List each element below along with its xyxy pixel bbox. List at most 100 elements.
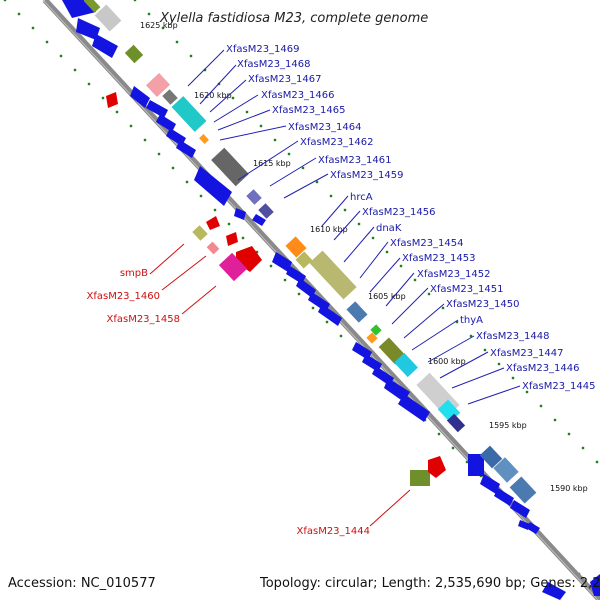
gene-label[interactable]: XfasM23_1464 bbox=[288, 122, 362, 133]
feature-cds[interactable] bbox=[378, 337, 406, 365]
feature-cds[interactable] bbox=[206, 241, 220, 255]
feature-cds[interactable] bbox=[106, 92, 118, 108]
feature-cds[interactable] bbox=[428, 456, 446, 478]
feature-cds[interactable] bbox=[92, 34, 118, 58]
feature-rna[interactable] bbox=[83, 0, 101, 13]
gc-dot bbox=[437, 432, 441, 436]
gene-label[interactable]: XfasM23_1458 bbox=[106, 314, 180, 325]
feature-cds[interactable] bbox=[296, 278, 316, 298]
feature-cds[interactable] bbox=[494, 488, 514, 506]
leader-line bbox=[359, 241, 389, 279]
tick-label: 1605 kbp bbox=[368, 292, 406, 301]
feature-cds[interactable] bbox=[146, 100, 168, 118]
feature-cds[interactable] bbox=[590, 574, 600, 596]
feature-cds[interactable] bbox=[234, 208, 246, 220]
feature-cds[interactable] bbox=[246, 189, 262, 205]
leader-line bbox=[321, 195, 349, 227]
gene-label[interactable]: XfasM23_1466 bbox=[261, 90, 335, 101]
gc-dot bbox=[171, 166, 175, 170]
feature-cds[interactable] bbox=[526, 522, 540, 534]
feature-cds[interactable] bbox=[171, 96, 207, 132]
feature-cds[interactable] bbox=[309, 250, 357, 300]
feature-cds[interactable] bbox=[211, 147, 249, 187]
feature-cds[interactable] bbox=[285, 236, 307, 258]
feature-cds[interactable] bbox=[145, 73, 171, 97]
feature-cds[interactable] bbox=[493, 457, 519, 483]
leader-line bbox=[269, 157, 317, 187]
feature-cds[interactable] bbox=[258, 203, 274, 219]
tick-label: 1625 kbp bbox=[140, 21, 178, 30]
leader-line bbox=[237, 140, 299, 181]
gene-label[interactable]: XfasM23_1465 bbox=[272, 105, 346, 116]
leader-line bbox=[391, 287, 429, 325]
gc-dot bbox=[427, 292, 431, 296]
feature-rna[interactable] bbox=[124, 44, 144, 64]
feature-cds[interactable] bbox=[194, 166, 232, 206]
leader-line bbox=[213, 94, 259, 123]
feature-cds[interactable] bbox=[510, 500, 530, 518]
topology-text: Topology: circular; Length: 2,535,690 bp… bbox=[259, 576, 600, 591]
gene-label[interactable]: hrcA bbox=[350, 192, 373, 203]
gc-dot bbox=[273, 138, 277, 142]
feature-cds[interactable] bbox=[295, 251, 313, 269]
feature-cds[interactable] bbox=[468, 454, 484, 476]
gc-dot bbox=[567, 432, 571, 436]
gc-dot bbox=[539, 404, 543, 408]
gene-label[interactable]: dnaK bbox=[376, 223, 402, 234]
leader-line bbox=[333, 210, 361, 241]
gene-label[interactable]: XfasM23_1448 bbox=[476, 331, 550, 342]
feature-cds[interactable] bbox=[199, 134, 209, 144]
feature-cds[interactable] bbox=[76, 18, 100, 40]
feature-cds[interactable] bbox=[318, 304, 342, 326]
gene-label[interactable]: XfasM23_1468 bbox=[237, 59, 311, 70]
gene-label[interactable]: XfasM23_1444 bbox=[296, 526, 370, 537]
feature-cds[interactable] bbox=[162, 89, 178, 105]
feature-cds[interactable] bbox=[156, 114, 176, 132]
leader-line bbox=[451, 367, 505, 389]
feature-cds[interactable] bbox=[346, 301, 368, 323]
feature-cds[interactable] bbox=[398, 394, 430, 422]
feature-cds[interactable] bbox=[130, 86, 150, 108]
gene-label[interactable]: XfasM23_1445 bbox=[522, 381, 596, 392]
gene-label[interactable]: XfasM23_1460 bbox=[86, 291, 160, 302]
gene-label[interactable]: XfasM23_1469 bbox=[226, 44, 300, 55]
gene-label[interactable]: XfasM23_1462 bbox=[300, 137, 374, 148]
gene-labels: XfasM23_1469 XfasM23_1468 XfasM23_1467 X… bbox=[86, 44, 595, 537]
feature-cds[interactable] bbox=[509, 476, 537, 504]
gc-dot bbox=[185, 180, 189, 184]
feature-cds[interactable] bbox=[226, 232, 238, 246]
feature-cds[interactable] bbox=[446, 413, 466, 433]
gene-label[interactable]: XfasM23_1450 bbox=[446, 299, 520, 310]
feature-cds[interactable] bbox=[394, 352, 418, 378]
gene-label[interactable]: XfasM23_1467 bbox=[248, 74, 322, 85]
gene-label[interactable]: XfasM23_1461 bbox=[318, 155, 392, 166]
feature-cds[interactable] bbox=[479, 445, 503, 469]
feature-cds[interactable] bbox=[176, 140, 196, 158]
gene-label[interactable]: XfasM23_1452 bbox=[417, 269, 491, 280]
feature-rna[interactable] bbox=[192, 225, 208, 241]
gene-label[interactable]: XfasM23_1447 bbox=[490, 348, 564, 359]
gc-dot bbox=[241, 236, 245, 240]
gc-dot bbox=[301, 166, 305, 170]
gene-label[interactable]: XfasM23_1456 bbox=[362, 207, 436, 218]
feature-cds[interactable] bbox=[542, 582, 566, 600]
gene-label[interactable]: XfasM23_1459 bbox=[330, 170, 404, 181]
gc-dot bbox=[227, 222, 231, 226]
feature-cds[interactable] bbox=[272, 252, 292, 272]
gene-label[interactable]: thyA bbox=[460, 315, 483, 326]
feature-cds[interactable] bbox=[218, 252, 248, 282]
feature-rna[interactable] bbox=[410, 470, 430, 486]
gene-label[interactable]: XfasM23_1446 bbox=[506, 363, 580, 374]
feature-cds[interactable] bbox=[480, 474, 500, 494]
feature-cds[interactable] bbox=[370, 324, 382, 336]
gc-dot bbox=[399, 264, 403, 268]
feature-cds[interactable] bbox=[252, 214, 266, 226]
feature-cds[interactable] bbox=[366, 332, 378, 344]
gene-label[interactable]: smpB bbox=[120, 268, 148, 279]
gene-label[interactable]: XfasM23_1453 bbox=[402, 253, 476, 264]
gene-label[interactable]: XfasM23_1451 bbox=[430, 284, 504, 295]
feature-cds[interactable] bbox=[206, 216, 220, 230]
feature-cds[interactable] bbox=[94, 4, 122, 32]
gene-label[interactable]: XfasM23_1454 bbox=[390, 238, 464, 249]
gc-dot bbox=[581, 446, 585, 450]
